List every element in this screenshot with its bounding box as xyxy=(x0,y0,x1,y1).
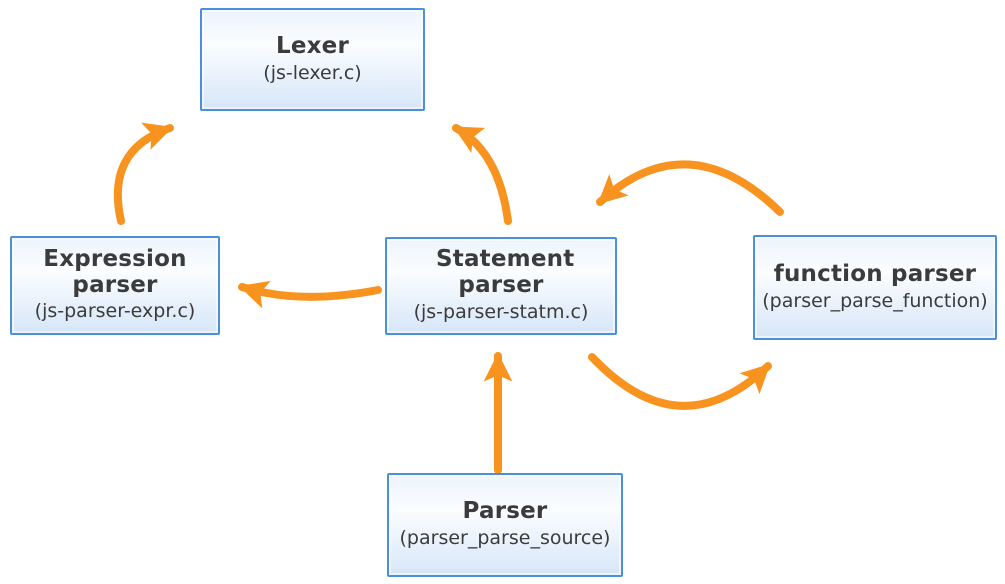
node-statement-parser: Statement parser (js-parser-statm.c) xyxy=(385,237,617,335)
node-title: Statement parser xyxy=(436,246,575,299)
node-title: function parser xyxy=(773,260,977,287)
node-subtitle: (parser_parse_source) xyxy=(399,527,611,549)
node-expression-parser: Expression parser (js-parser-expr.c) xyxy=(10,236,220,335)
node-title: Lexer xyxy=(275,32,350,59)
node-subtitle: (js-lexer.c) xyxy=(263,61,362,84)
node-subtitle: (js-parser-expr.c) xyxy=(34,300,196,323)
arrow-expression-parser-to-lexer xyxy=(113,122,174,225)
arrow-statement-parser-to-function-parser xyxy=(588,353,772,410)
node-title: Parser xyxy=(462,498,548,525)
node-subtitle: (js-parser-statm.c) xyxy=(413,300,589,323)
arrow-statement-parser-to-lexer xyxy=(452,124,512,225)
node-function-parser: function parser (parser_parse_function) xyxy=(753,235,997,340)
node-lexer: Lexer (js-lexer.c) xyxy=(200,8,425,111)
node-subtitle: (parser_parse_function) xyxy=(762,289,988,312)
arrow-function-parser-to-statement-parser xyxy=(596,160,784,216)
node-parser: Parser (parser_parse_source) xyxy=(387,473,623,577)
arrow-statement-parser-to-expression-parser xyxy=(238,280,382,309)
node-title: Expression parser xyxy=(43,245,187,298)
